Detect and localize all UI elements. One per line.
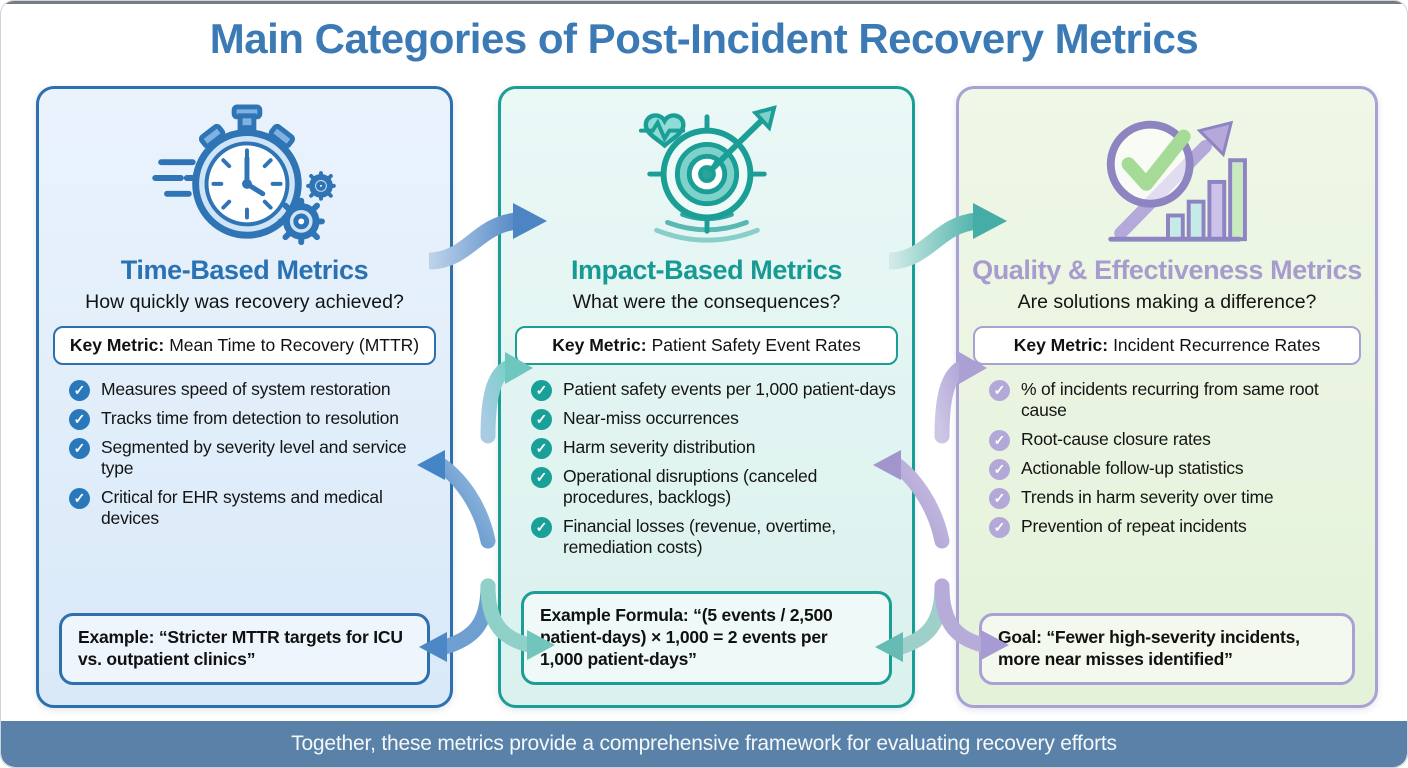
check-icon: ✓ — [989, 516, 1010, 538]
bullet-list: ✓Patient safety events per 1,000 patient… — [501, 379, 912, 565]
list-item: ✓% of incidents recurring from same root… — [989, 379, 1361, 422]
category-card-quality-effectiveness: Quality & Effectiveness Metrics Are solu… — [956, 86, 1378, 708]
list-item: ✓Financial losses (revenue, overtime, re… — [531, 516, 898, 559]
category-question: How quickly was recovery achieved? — [85, 291, 404, 313]
list-item: ✓Patient safety events per 1,000 patient… — [531, 379, 898, 401]
category-heading: Time-Based Metrics — [120, 255, 369, 285]
list-item: ✓Prevention of repeat incidents — [989, 516, 1361, 538]
bullet-list: ✓Measures speed of system restoration ✓T… — [39, 379, 450, 536]
check-icon: ✓ — [989, 429, 1010, 451]
key-metric-label: Key Metric: — [1013, 335, 1109, 355]
footer-banner: Together, these metrics provide a compre… — [1, 721, 1407, 767]
check-icon: ✓ — [989, 380, 1010, 401]
example-text: Example: “Stricter MTTR targets for ICU … — [78, 627, 403, 670]
list-item: ✓Measures speed of system restoration — [69, 379, 436, 401]
key-metric-label: Key Metric: — [69, 335, 165, 355]
check-icon: ✓ — [531, 516, 552, 538]
list-item: ✓Harm severity distribution — [531, 437, 898, 459]
list-item: ✓Critical for EHR systems and medical de… — [69, 487, 436, 530]
goal-text: Goal: “Fewer high-severity incidents, mo… — [998, 627, 1300, 670]
list-item: ✓Operational disruptions (canceled proce… — [531, 466, 898, 509]
goal-box: Goal: “Fewer high-severity incidents, mo… — [979, 613, 1355, 685]
category-card-time-based: Time-Based Metrics How quickly was recov… — [36, 86, 453, 708]
example-box: Example: “Stricter MTTR targets for ICU … — [59, 613, 430, 685]
check-icon: ✓ — [989, 458, 1010, 480]
stopwatch-gears-icon — [151, 104, 336, 246]
growth-check-chart-icon — [1106, 120, 1247, 242]
check-icon: ✓ — [531, 409, 552, 430]
example-formula-text: Example Formula: “(5 events / 2,500 pati… — [540, 605, 833, 670]
check-icon: ✓ — [531, 467, 552, 488]
key-metric-label: Key Metric: — [552, 335, 647, 355]
list-item: ✓Near-miss occurrences — [531, 408, 898, 430]
bullet-list: ✓% of incidents recurring from same root… — [959, 379, 1375, 545]
key-metric-value: Incident Recurrence Rates — [1113, 335, 1321, 355]
check-icon: ✓ — [989, 487, 1010, 509]
list-item: ✓Tracks time from detection to resolutio… — [69, 408, 436, 430]
check-icon: ✓ — [531, 380, 552, 401]
list-item: ✓Segmented by severity level and service… — [69, 437, 436, 480]
footer-text: Together, these metrics provide a compre… — [291, 732, 1117, 755]
check-icon: ✓ — [69, 487, 90, 509]
key-metric-value: Mean Time to Recovery (MTTR) — [169, 335, 420, 355]
category-heading: Quality & Effectiveness Metrics — [972, 255, 1362, 285]
top-edge-strip — [1, 1, 1407, 4]
key-metric-box: Key Metric:Mean Time to Recovery (MTTR) — [53, 326, 436, 365]
check-icon: ✓ — [69, 380, 90, 401]
list-item: ✓Root-cause closure rates — [989, 429, 1361, 451]
category-question: What were the consequences? — [572, 291, 841, 313]
check-icon: ✓ — [531, 438, 552, 459]
list-item: ✓Trends in harm severity over time — [989, 487, 1361, 509]
list-item: ✓Actionable follow-up statistics — [989, 458, 1361, 480]
check-icon: ✓ — [69, 438, 90, 459]
check-icon: ✓ — [69, 409, 90, 430]
target-arrow-heart-icon — [638, 105, 777, 243]
category-card-impact-based: Impact-Based Metrics What were the conse… — [498, 86, 915, 708]
key-metric-box: Key Metric:Incident Recurrence Rates — [973, 326, 1361, 365]
example-formula-box: Example Formula: “(5 events / 2,500 pati… — [521, 591, 892, 685]
category-question: Are solutions making a difference? — [1017, 291, 1317, 313]
page-title: Main Categories of Post-Incident Recover… — [209, 15, 1199, 62]
key-metric-box: Key Metric:Patient Safety Event Rates — [515, 326, 898, 365]
key-metric-value: Patient Safety Event Rates — [651, 335, 861, 355]
category-heading: Impact-Based Metrics — [570, 255, 843, 285]
